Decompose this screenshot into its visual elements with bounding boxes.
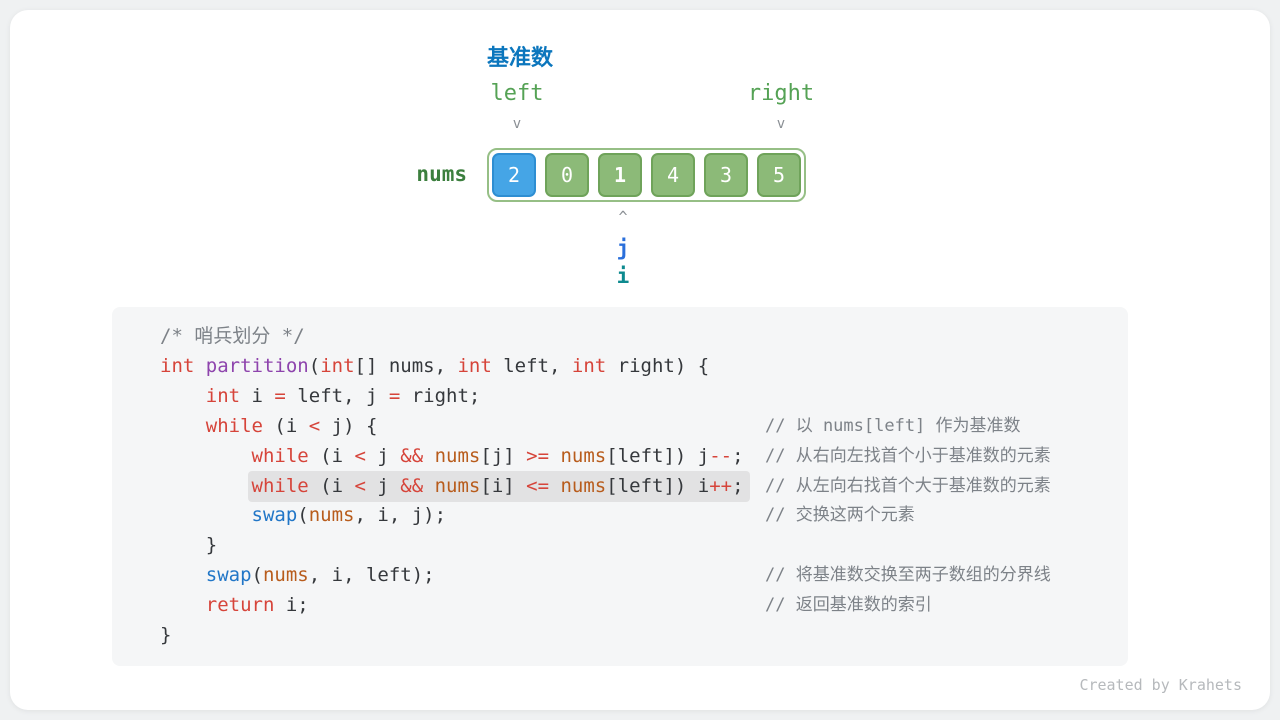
array-cell: 1 [598,153,642,197]
array-cell: 4 [651,153,695,197]
watermark: Created by Krahets [1079,676,1242,694]
array-cell: 2 [492,153,536,197]
highlighted-code: while (i < j && nums[i] <= nums[left]) i… [247,470,750,502]
right-pointer-label: right [747,81,815,106]
code-line: swap(nums, i, left);// 将基准数交换至两子数组的分界线 [160,561,1108,591]
code-line: } [160,624,172,647]
left-arrow-icon: v [512,116,522,132]
code-line: int i = left, j = right; [205,384,481,407]
code-line: return i;// 返回基准数的索引 [160,591,1108,621]
j-pointer-label: j [616,236,630,260]
code-line: swap(nums, i, j);// 交换这两个元素 [160,501,1108,531]
code-line: } [160,534,218,557]
code-comment: // 将基准数交换至两子数组的分界线 [765,565,1051,586]
code-comment: // 从右向左找首个小于基准数的元素 [765,445,1051,466]
code-line: while (i < j) {// 以 nums[left] 作为基准数 [160,412,1108,442]
code-line: /* 哨兵划分 */ [160,325,305,347]
code-block: /* 哨兵划分 */ int partition(int[] nums, int … [112,307,1128,666]
code-comment: // 返回基准数的索引 [765,595,932,616]
right-arrow-icon: v [776,116,786,132]
array-cell: 5 [757,153,801,197]
array-cell: 0 [545,153,589,197]
ij-arrow-icon: ^ [618,208,628,226]
code-line: int partition(int[] nums, int left, int … [160,354,710,377]
left-pointer-label: left [490,81,544,106]
nums-array-label: nums [416,162,467,186]
array-cell: 3 [704,153,748,197]
code-line: while (i < j && nums[i] <= nums[left]) i… [160,470,1108,502]
code-comment: // 以 nums[left] 作为基准数 [765,415,1021,436]
code-comment: // 从左向右找首个大于基准数的元素 [765,475,1051,496]
code-line: while (i < j && nums[j] >= nums[left]) j… [160,442,1108,472]
pivot-label: 基准数 [486,46,553,71]
code-comment: // 交换这两个元素 [765,505,915,526]
i-pointer-label: i [616,264,630,288]
